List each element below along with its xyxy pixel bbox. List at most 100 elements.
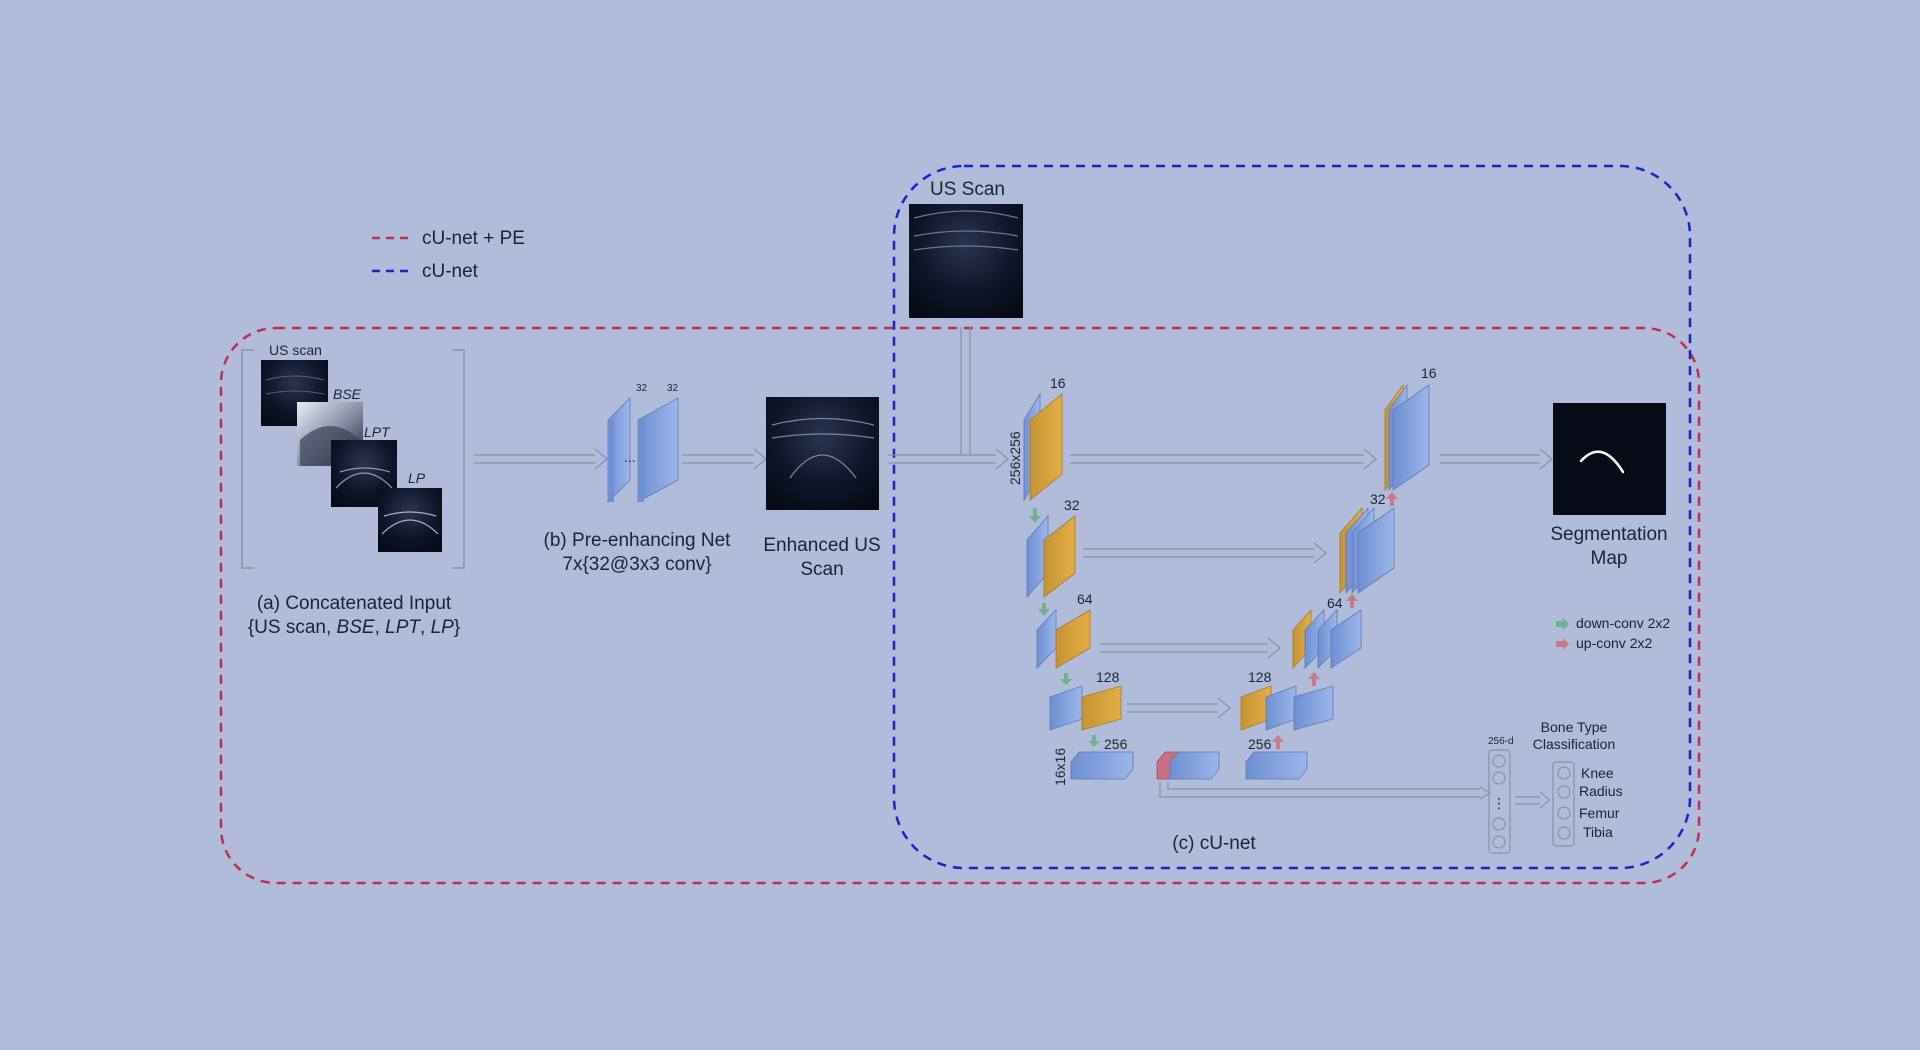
up-arrow-1: [1386, 492, 1398, 506]
arrow-enhanced-to-unet: [888, 448, 1009, 470]
class-output-layer: [1552, 761, 1575, 847]
class-node-tibia: [1557, 826, 1571, 840]
down-conv-legend-icon: [1556, 618, 1569, 630]
us-scan-top: US Scan: [909, 179, 1023, 318]
legend-blue-label: cU-net: [422, 261, 479, 282]
lp-texture: [381, 511, 439, 535]
enc1-ch: 16: [1050, 375, 1066, 391]
fc-layer: [1488, 749, 1511, 854]
cunet: 256x256 16x16 16 32 64 128 256 256: [1007, 365, 1437, 854]
enc2-orange-block: [1043, 515, 1076, 598]
bottleneck-up-blue: [1169, 751, 1220, 780]
fc-node: [1492, 771, 1506, 785]
us-scan-top-texture: [913, 210, 1019, 251]
segmentation-map: Segmentation Map: [1550, 403, 1668, 569]
us-scan-top-image: [909, 204, 1023, 318]
dec5-ch: 256: [1248, 736, 1272, 752]
arrow-bottleneck-to-fc-head: [1479, 786, 1492, 800]
class-label-femur: Femur: [1579, 805, 1620, 821]
arrow-bottleneck-to-fc: [1159, 782, 1480, 798]
prenet-dots: ...: [624, 449, 636, 465]
skip-connection-3: [1100, 637, 1281, 659]
up-conv-legend-label: up-conv 2x2: [1576, 635, 1652, 651]
enhanced-label-line1: Enhanced US: [763, 535, 880, 556]
input-caption-line1: (a) Concatenated Input: [257, 593, 452, 614]
classification-branch: 256-d ⋮ Bone Type Classification Knee Ra…: [1159, 719, 1623, 854]
dec5-block: [1245, 751, 1308, 780]
conv-legend: down-conv 2x2 up-conv 2x2: [1556, 615, 1670, 651]
dec4-blue-block-b: [1293, 685, 1334, 731]
class-label-tibia: Tibia: [1583, 824, 1613, 840]
dec3-blue-block-c: [1330, 609, 1362, 669]
class-label-knee: Knee: [1581, 765, 1614, 781]
concatenated-input: US scan BSE LPT LP (a) Concatenated Inpu…: [241, 342, 465, 638]
skip-connection-2: [1083, 542, 1327, 564]
unet-size-top: 256x256: [1007, 431, 1023, 485]
enhanced-us-scan: Enhanced US Scan: [763, 397, 881, 580]
enc4-ch: 128: [1096, 669, 1120, 685]
segmentation-label-line1: Segmentation: [1550, 524, 1667, 545]
class-node-knee: [1557, 766, 1571, 780]
input-lpt-label: LPT: [364, 424, 391, 440]
input-lp-label: LP: [408, 470, 426, 486]
dec1-blue-block-b: [1392, 384, 1430, 491]
down-conv-legend-label: down-conv 2x2: [1576, 615, 1670, 631]
dec3-ch: 64: [1327, 595, 1343, 611]
class-node-radius: [1557, 785, 1571, 799]
enc4-blue-block: [1049, 685, 1083, 731]
dec2-blue-block-c: [1357, 507, 1395, 594]
enc3-blue-block: [1036, 608, 1057, 670]
dec1-ch: 16: [1421, 365, 1437, 381]
up-arrow-2: [1346, 594, 1358, 608]
prenet-block-2-front: [638, 420, 644, 502]
us-scan-texture: [265, 375, 325, 395]
down-arrow-1: [1029, 508, 1041, 523]
fc-dots: ⋮: [1492, 795, 1506, 811]
down-arrow-4: [1088, 735, 1100, 747]
class-node-femur: [1557, 806, 1571, 820]
enc3-ch: 64: [1077, 591, 1093, 607]
enhanced-us-scan-image: [766, 397, 879, 510]
up-arrow-4: [1272, 735, 1284, 749]
fc-node: [1492, 835, 1506, 849]
prenet-caption-line1: (b) Pre-enhancing Net: [544, 530, 732, 551]
segmentation-label-line2: Map: [1591, 548, 1628, 569]
enhanced-texture: [771, 417, 875, 479]
legend-red-label: cU-net + PE: [422, 228, 525, 249]
enc4-orange-block: [1081, 685, 1122, 731]
dec4-ch: 128: [1248, 669, 1272, 685]
prenet-caption-line2: 7x{32@3x3 conv}: [562, 554, 711, 575]
down-arrow-3: [1060, 673, 1072, 685]
enc1-orange-block: [1029, 393, 1063, 501]
segmentation-curve: [1579, 450, 1625, 474]
enhanced-label-line2: Scan: [800, 559, 843, 580]
arrow-prenet-to-enhanced: [682, 448, 767, 470]
dec2-ch: 32: [1370, 491, 1386, 507]
unet-size-bottom: 16x16: [1052, 748, 1068, 786]
class-label-radius: Radius: [1579, 783, 1623, 799]
bottleneck-block: [1070, 751, 1134, 780]
arrow-unet-to-segmentation: [1440, 448, 1553, 470]
input-bse-label: BSE: [333, 386, 362, 402]
up-conv-legend-icon: [1556, 638, 1569, 650]
bottleneck-ch: 256: [1104, 736, 1128, 752]
left-bracket: [241, 349, 254, 569]
fc-node: [1492, 754, 1506, 768]
us-scan-top-label: US Scan: [930, 179, 1005, 200]
skip-connection-4: [1127, 697, 1231, 719]
pre-enhancing-net: 32 32 ... (b) Pre-enhancing Net 7x{32@3x…: [544, 383, 732, 575]
arrow-fc-to-classes: [1515, 791, 1551, 809]
down-arrow-2: [1038, 603, 1050, 616]
enc2-ch: 32: [1064, 497, 1080, 513]
blue-region-cunet: [892, 164, 1692, 870]
arrow-usscan-to-unet: [960, 327, 971, 455]
fc-label: 256-d: [1488, 736, 1514, 747]
cunet-caption: (c) cU-net: [1172, 833, 1256, 854]
prenet-block-1-front: [608, 420, 614, 502]
input-us-scan-label: US scan: [269, 342, 322, 358]
prenet-ch1: 32: [636, 383, 648, 394]
input-caption-line2: {US scan, BSE, LPT, LP}: [248, 617, 460, 638]
lpt-texture: [335, 467, 393, 489]
prenet-ch2: 32: [667, 383, 679, 394]
